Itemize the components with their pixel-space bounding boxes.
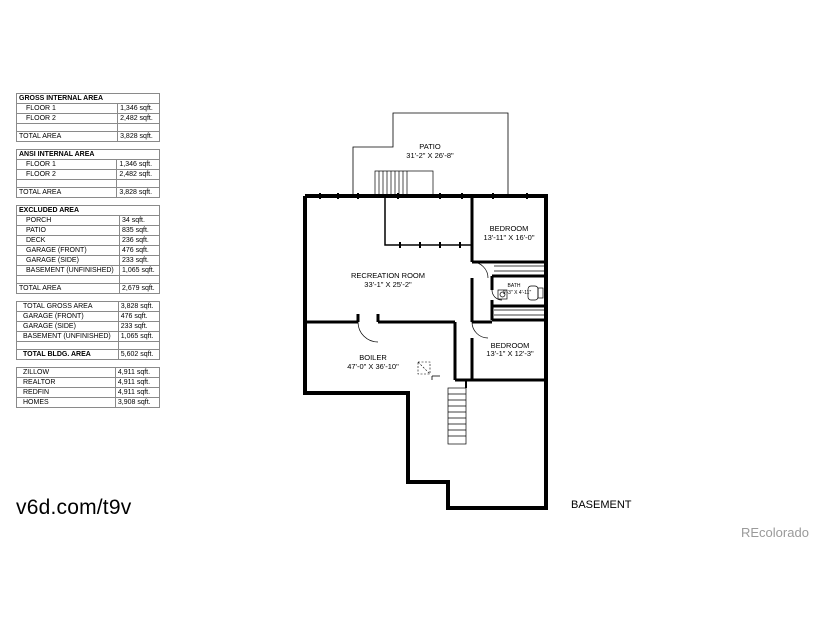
boiler-dimensions: 47'-0" X 36'-10" [347, 362, 399, 371]
short-link[interactable]: v6d.com/t9v [16, 496, 132, 519]
closet-lines [494, 265, 544, 316]
patio-dimensions: 31'-2" X 26'-8" [406, 151, 454, 160]
recreation-room-dimensions: 33'-1" X 25'-2" [364, 280, 412, 289]
toilet-icon [527, 285, 544, 301]
boiler-unit-icon [417, 361, 431, 375]
sink-icon [497, 289, 508, 300]
floor-marker [431, 375, 440, 380]
patio-outline [352, 112, 509, 196]
recreation-room-label: RECREATION ROOM [351, 271, 425, 280]
interior-stairs-icon [447, 380, 467, 445]
bedroom-2-label: BEDROOM [491, 341, 530, 350]
bedroom-1-label: BEDROOM [490, 224, 529, 233]
watermark-text: REcolorado [741, 525, 809, 540]
bath-dimensions: 9'-3" X 4'-11" [503, 290, 532, 296]
patio-label: PATIO [419, 142, 441, 151]
patio-stairs-icon [374, 170, 434, 197]
bedroom-2-dimensions: 13'-1" X 12'-3" [486, 349, 534, 358]
bedroom-1-dimensions: 13'-11" X 16'-0" [484, 233, 535, 242]
window-marks [319, 193, 528, 248]
bath-label: BATH [508, 283, 521, 289]
door-swing-icon [357, 261, 503, 343]
boiler-label: BOILER [359, 353, 387, 362]
glass-wall [384, 195, 473, 246]
exterior-wall [303, 194, 548, 510]
floor-level-label: BASEMENT [571, 499, 632, 511]
